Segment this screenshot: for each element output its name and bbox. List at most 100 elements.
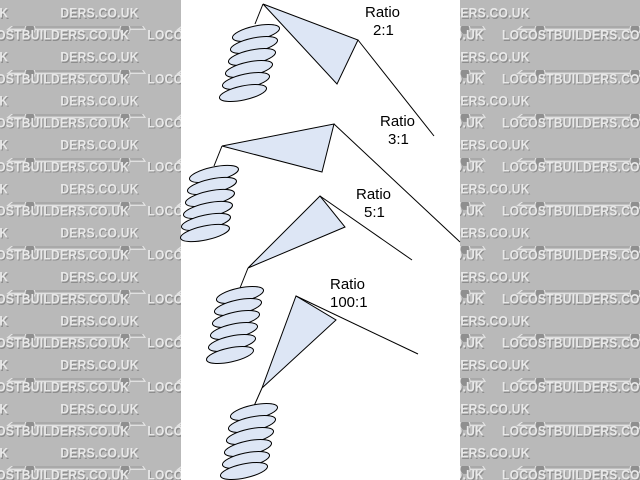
rocker-triangle: [262, 3, 359, 85]
spring-coil: [205, 286, 265, 364]
watermark-text: LOCOSTBUILDERS.CO.UK: [0, 70, 130, 88]
rocker-triangle: [247, 195, 346, 269]
watermark-text: DERS.CO.UK: [60, 4, 139, 22]
watermark-text: LOCOSTBUILDERS.CO.UK: [0, 202, 130, 220]
ratio-value: 3:1: [388, 131, 409, 148]
ratio-label-100-1: Ratio 100:1: [330, 276, 368, 312]
watermark-text: DERS.CO.UK: [0, 400, 9, 418]
ratio-label-2-1: Ratio 2:1: [365, 4, 400, 40]
watermark-text: DERS.CO.UK: [60, 48, 139, 66]
watermark-text: LOCOSTBUILDERS.CO.UK: [502, 70, 640, 88]
watermark-text: LOCOSTBUILDERS.CO.UK: [0, 422, 130, 440]
spring-coil: [180, 164, 239, 243]
watermark-text: LOCOSTBUILDERS.CO.UK: [0, 466, 130, 480]
watermark-text: [0, 114, 150, 131]
watermark-text: [510, 378, 640, 395]
watermark-text: LOCOSTBUILDERS.CO.UK: [502, 158, 640, 176]
rocker-triangle: [261, 295, 337, 389]
pushrod-line: [333, 123, 461, 243]
watermark-text: LOCOSTBUILDERS.CO.UK: [502, 466, 640, 480]
rocker-assembly-100-1: [219, 295, 419, 480]
watermark-text: LOCOSTBUILDERS.CO.UK: [0, 246, 130, 264]
damper-link: [213, 145, 223, 167]
ratio-word: Ratio: [356, 186, 392, 203]
ratio-word: Ratio: [330, 276, 366, 293]
watermark-text: LOCOSTBUILDERS.CO.UK: [502, 114, 640, 132]
watermark-text: LOCOSTBUILDERS.CO.UK: [502, 334, 640, 352]
watermark-text: DERS.CO.UK: [451, 356, 530, 374]
watermark-text: DERS.CO.UK: [451, 444, 530, 462]
ratio-value: 5:1: [364, 204, 385, 221]
watermark-text: DERS.CO.UK: [60, 92, 139, 110]
watermark-text: DERS.CO.UK: [60, 180, 139, 198]
ratio-label-5-1: Ratio 5:1: [356, 186, 391, 222]
watermark-text: DERS.CO.UK: [451, 180, 530, 198]
watermark-text: [510, 334, 640, 351]
watermark-text: DERS.CO.UK: [0, 224, 9, 242]
pushrod-line: [357, 39, 435, 137]
pushrod-line: [319, 195, 413, 261]
watermark-text: DERS.CO.UK: [451, 48, 530, 66]
watermark-text: [0, 422, 150, 439]
watermark-text: DERS.CO.UK: [0, 48, 9, 66]
watermark-text: [510, 466, 640, 480]
damper-link: [239, 267, 249, 289]
watermark-text: [510, 70, 640, 87]
watermark-text: DERS.CO.UK: [0, 312, 9, 330]
watermark-text: DERS.CO.UK: [451, 224, 530, 242]
watermark-text: DERS.CO.UK: [0, 444, 9, 462]
watermark-text: DERS.CO.UK: [0, 92, 9, 110]
watermark-text: [0, 334, 150, 351]
watermark-text: DERS.CO.UK: [60, 224, 139, 242]
watermark-text: LOCOSTBUILDERS.CO.UK: [502, 26, 640, 44]
rocker-assembly-2-1: [218, 3, 435, 137]
rocker-triangle: [221, 123, 335, 173]
watermark-text: DERS.CO.UK: [60, 444, 139, 462]
watermark-text: LOCOSTBUILDERS.CO.UK: [0, 158, 130, 176]
watermark-text: LOCOSTBUILDERS.CO.UK: [502, 202, 640, 220]
watermark-text: [510, 202, 640, 219]
watermark-text: DERS.CO.UK: [0, 4, 9, 22]
ratio-value: 2:1: [373, 22, 394, 39]
watermark-text: [510, 246, 640, 263]
watermark-text: DERS.CO.UK: [451, 136, 530, 154]
watermark-text: DERS.CO.UK: [451, 92, 530, 110]
watermark-text: DERS.CO.UK: [451, 268, 530, 286]
watermark-text: DERS.CO.UK: [60, 400, 139, 418]
ratio-word: Ratio: [380, 113, 416, 130]
ratio-value: 100:1: [330, 294, 368, 311]
pushrod-line: [295, 295, 419, 355]
watermark-text: [0, 70, 150, 87]
watermark-text: [0, 378, 150, 395]
watermark-text: LOCOSTBUILDERS.CO.UK: [502, 378, 640, 396]
watermark-text: LOCOSTBUILDERS.CO.UK: [0, 26, 130, 44]
watermark-text: [510, 26, 640, 43]
rocker-assembly-3-1: [180, 123, 461, 243]
watermark-text: DERS.CO.UK: [451, 312, 530, 330]
watermark-text: [510, 158, 640, 175]
watermark-text: DERS.CO.UK: [0, 136, 9, 154]
watermark-text: DERS.CO.UK: [60, 356, 139, 374]
watermark-text: [0, 466, 150, 480]
watermark-text: DERS.CO.UK: [0, 180, 9, 198]
watermark-text: [0, 158, 150, 175]
watermark-text: DERS.CO.UK: [0, 356, 9, 374]
watermark-text: DERS.CO.UK: [451, 4, 530, 22]
watermark-text: [510, 422, 640, 439]
watermark-text: DERS.CO.UK: [0, 268, 9, 286]
watermark-text: [0, 26, 150, 43]
watermark-text: LOCOSTBUILDERS.CO.UK: [0, 334, 130, 352]
damper-link: [254, 3, 264, 25]
watermark-text: LOCOSTBUILDERS.CO.UK: [502, 290, 640, 308]
watermark-text: LOCOSTBUILDERS.CO.UK: [0, 290, 130, 308]
rocker-assembly-5-1: [205, 195, 413, 364]
damper-link: [253, 387, 263, 407]
ratio-label-3-1: Ratio 3:1: [380, 113, 415, 149]
watermark-text: DERS.CO.UK: [60, 268, 139, 286]
watermark-text: LOCOSTBUILDERS.CO.UK: [502, 422, 640, 440]
watermark-text: [0, 290, 150, 307]
spring-coil: [219, 403, 279, 480]
watermark-text: DERS.CO.UK: [60, 136, 139, 154]
watermark-text: LOCOSTBUILDERS.CO.UK: [502, 246, 640, 264]
